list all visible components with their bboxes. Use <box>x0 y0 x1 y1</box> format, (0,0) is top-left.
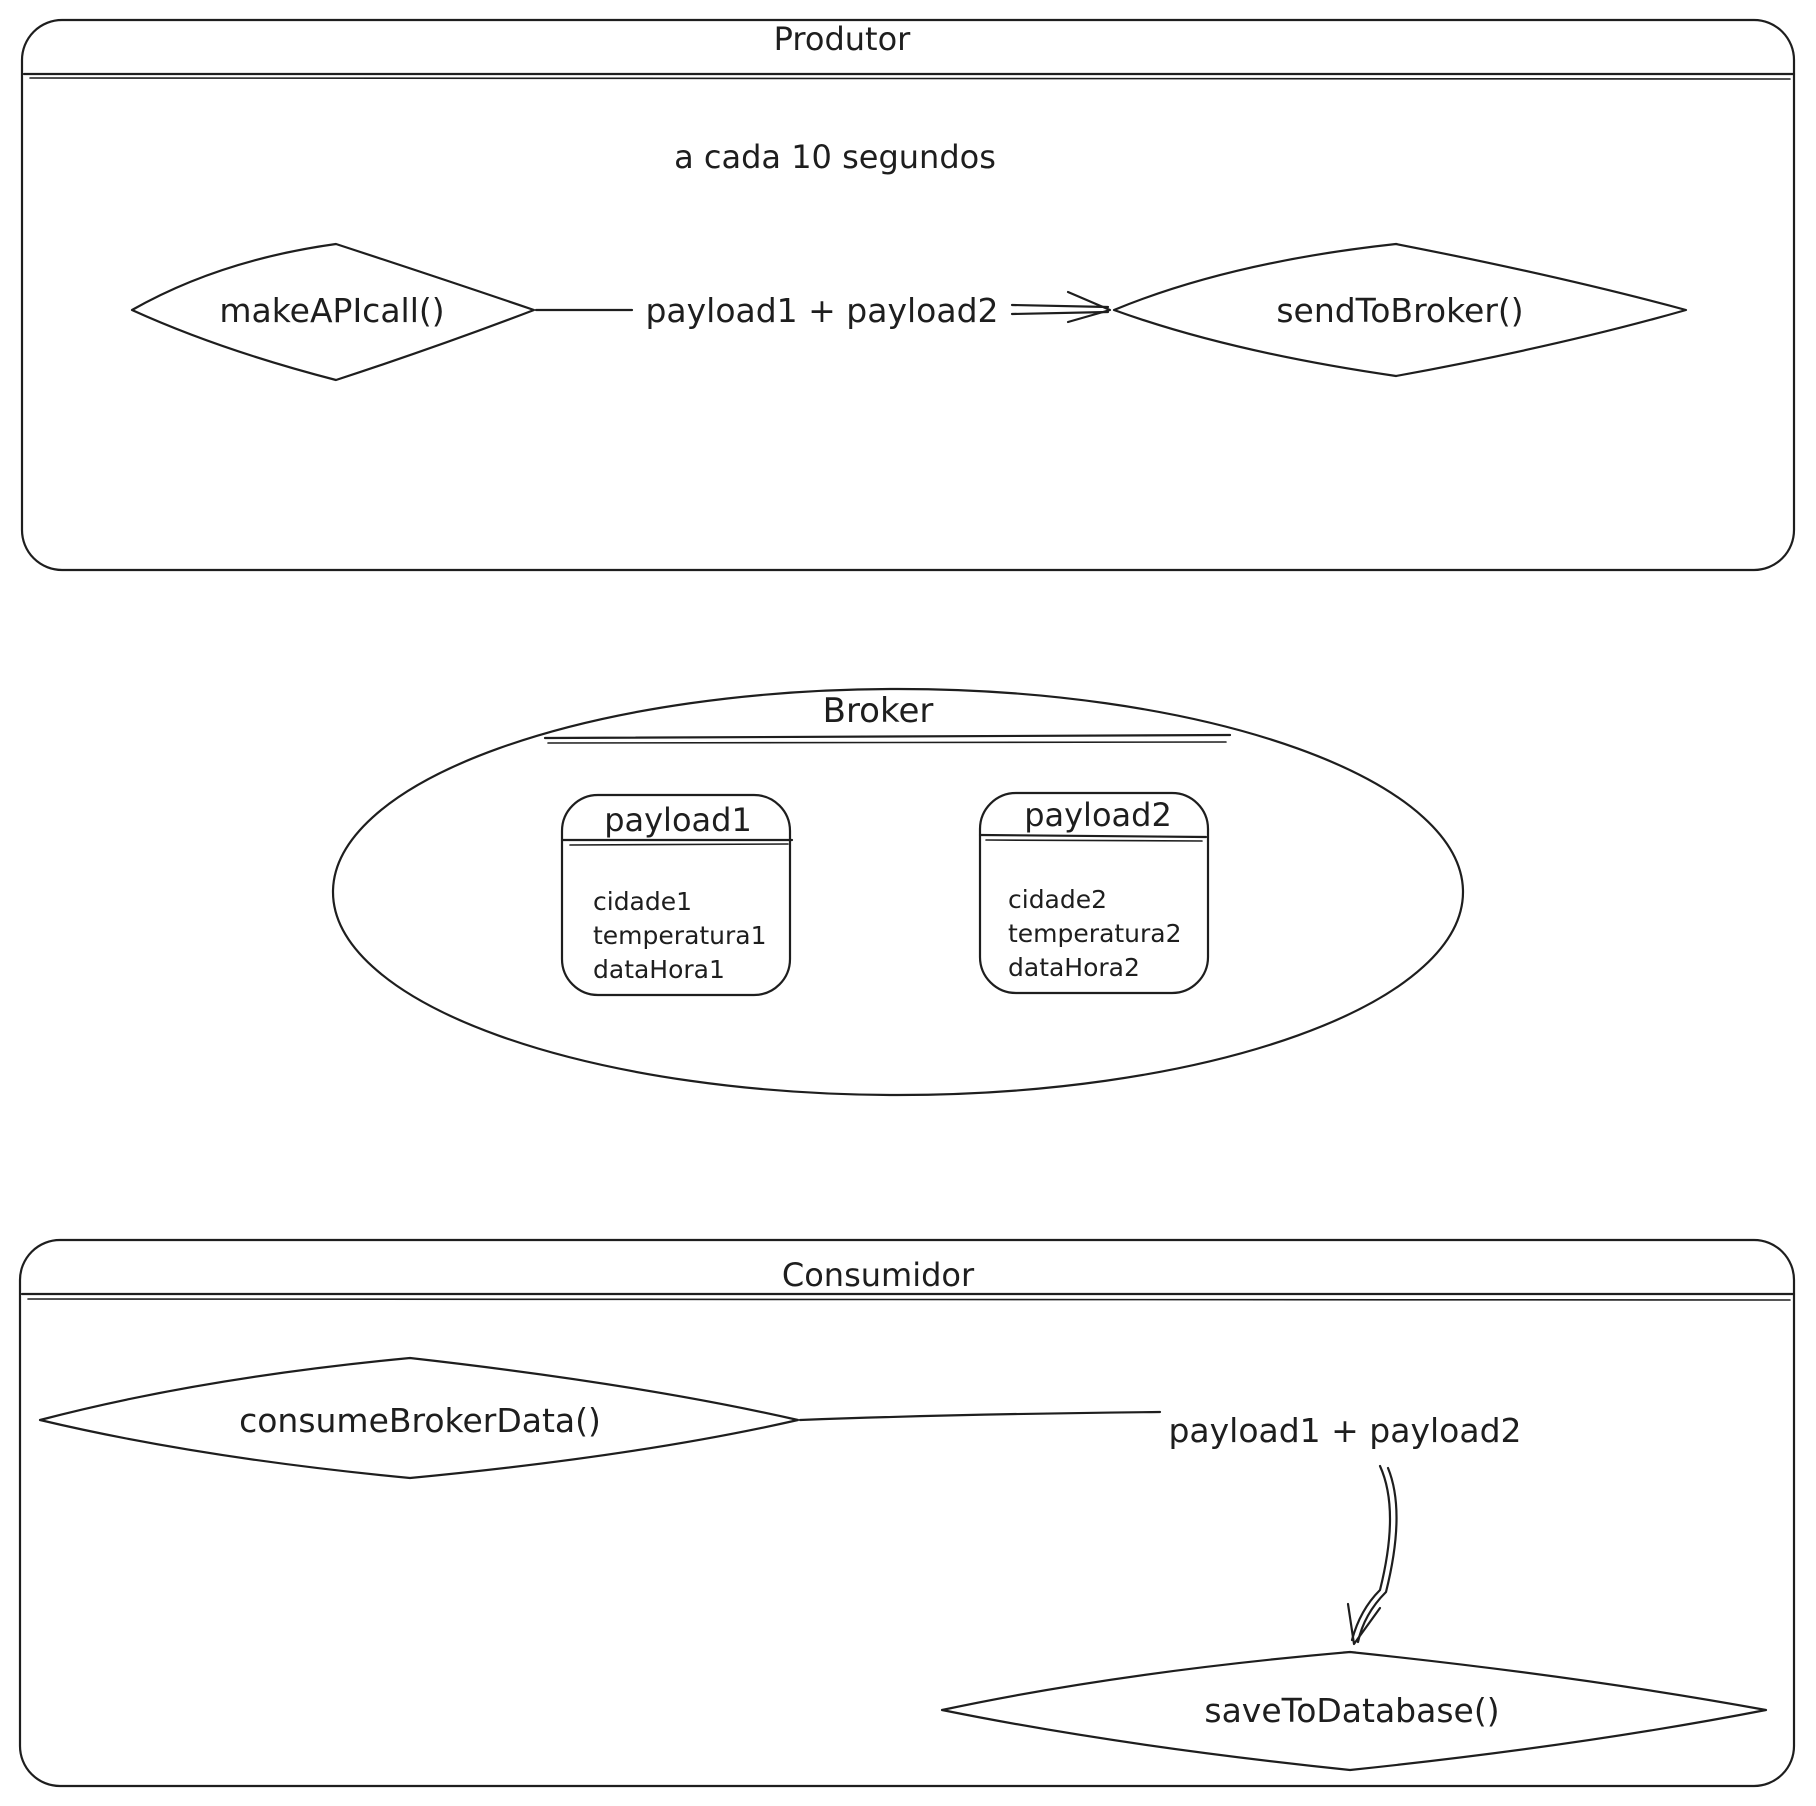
consumer-frame <box>18 1238 1796 1788</box>
producer-title: Produtor <box>774 20 911 58</box>
payload1-card-divider-sketch <box>569 843 789 846</box>
payload1-field: dataHora1 <box>593 955 725 984</box>
producer-flow-arrow-line-a <box>1010 303 1110 309</box>
consumer-flow-line <box>798 1410 1162 1422</box>
broker-container: Broker payload1 cidade1 temperatura1 dat… <box>331 687 1465 1097</box>
send-to-broker-label: sendToBroker() <box>1276 291 1523 330</box>
producer-frame <box>20 18 1796 572</box>
consumer-flow-arrow-a <box>1350 1464 1392 1642</box>
payload2-field: dataHora2 <box>1008 953 1140 982</box>
payload1-field: cidade1 <box>593 887 692 916</box>
broker-payload-card: payload1 cidade1 temperatura1 dataHora1 <box>560 793 794 997</box>
consumer-container: Consumidor consumeBrokerData() payload1 … <box>18 1238 1796 1788</box>
payload2-card-divider-sketch <box>985 839 1203 842</box>
consume-broker-data-node[interactable] <box>38 1356 800 1480</box>
producer-container: Produtor a cada 10 segundos makeAPIcall(… <box>20 18 1796 572</box>
producer-header-divider-sketch <box>29 77 1791 80</box>
consumer-payload-label: payload1 + payload2 <box>1168 1411 1521 1450</box>
payload2-card-frame <box>978 791 1210 995</box>
consume-broker-data-label: consumeBrokerData() <box>239 1401 601 1440</box>
payload2-card-divider <box>978 833 1208 839</box>
producer-flow-arrowhead <box>1066 290 1112 324</box>
producer-payload-label: payload1 + payload2 <box>645 291 998 330</box>
consumer-title: Consumidor <box>782 1256 975 1294</box>
save-to-database-node[interactable] <box>940 1650 1768 1772</box>
consumer-header-divider-sketch <box>27 1298 1791 1301</box>
payload1-card-title: payload1 <box>604 801 752 839</box>
broker-title-underline <box>543 733 1232 740</box>
save-to-database-label: saveToDatabase() <box>1204 1691 1499 1730</box>
payload1-field: temperatura1 <box>593 921 767 950</box>
payload2-card-title: payload2 <box>1024 796 1172 834</box>
payload2-field: temperatura2 <box>1008 919 1182 948</box>
broker-ellipse <box>331 687 1465 1097</box>
broker-payload-card: payload2 cidade2 temperatura2 dataHora2 <box>978 791 1210 995</box>
producer-interval-label: a cada 10 segundos <box>674 138 996 176</box>
payload2-field: cidade2 <box>1008 885 1107 914</box>
consumer-flow-arrow-b <box>1356 1466 1398 1644</box>
consumer-flow-arrowhead <box>1346 1602 1382 1646</box>
broker-title: Broker <box>823 691 934 731</box>
make-api-call-node[interactable] <box>130 242 536 382</box>
payload1-card-frame <box>560 793 792 997</box>
broker-title-underline-sketch <box>547 741 1227 744</box>
producer-flow-arrow-line-b <box>1010 310 1110 316</box>
send-to-broker-node[interactable] <box>1112 242 1688 378</box>
make-api-call-label: makeAPIcall() <box>219 291 444 330</box>
